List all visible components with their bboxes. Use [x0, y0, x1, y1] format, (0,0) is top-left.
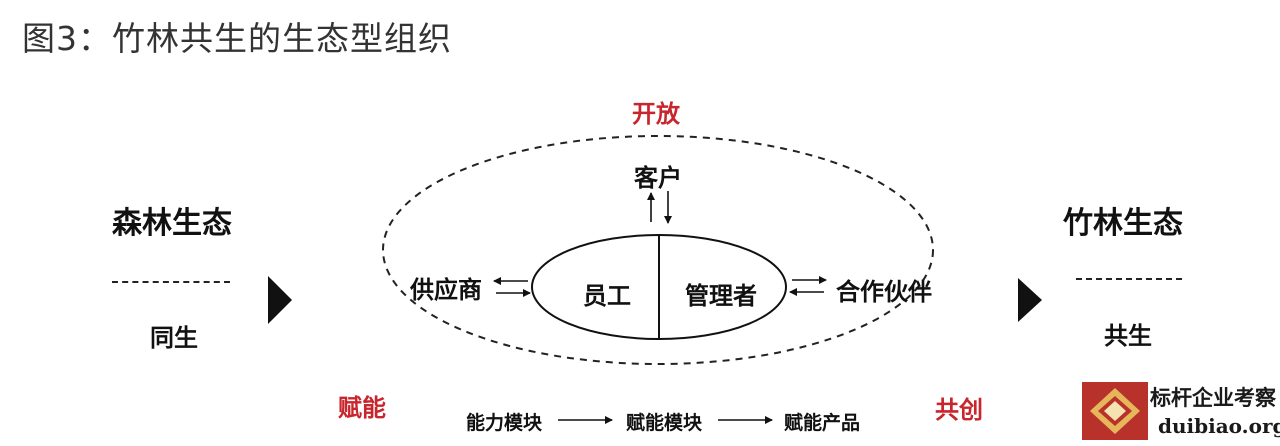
manager-label: 管理者 — [685, 282, 757, 310]
co-create-label: 共创 — [935, 396, 983, 424]
left-transition-arrow-icon — [268, 276, 292, 324]
watermark-domain: duibiao.org — [1158, 414, 1280, 438]
forest-relation-label: 同生 — [150, 324, 198, 352]
watermark-logo-icon — [1082, 382, 1148, 440]
open-label: 开放 — [632, 100, 680, 128]
right-transition-arrow-icon — [1018, 278, 1042, 322]
left-dashed-divider — [112, 281, 230, 283]
right-dashed-divider — [1076, 278, 1182, 280]
watermark-name: 标杆企业考察 — [1150, 385, 1276, 410]
open-boundary-ellipse — [382, 135, 934, 365]
diagram-title: 图3：竹林共生的生态型组织 — [22, 19, 452, 58]
flow-step-empower-product: 赋能产品 — [784, 412, 861, 434]
flow-step-capability-module: 能力模块 — [466, 412, 543, 434]
flow-step-empower-module: 赋能模块 — [626, 412, 703, 434]
customer-label: 客户 — [634, 164, 682, 192]
employee-label: 员工 — [583, 282, 631, 310]
empower-label: 赋能 — [338, 394, 386, 422]
supplier-label: 供应商 — [410, 276, 482, 304]
forest-ecology-heading: 森林生态 — [112, 206, 232, 241]
bamboo-ecology-heading: 竹林生态 — [1063, 206, 1183, 241]
bamboo-relation-label: 共生 — [1104, 322, 1152, 350]
partner-label: 合作伙伴 — [836, 278, 932, 306]
